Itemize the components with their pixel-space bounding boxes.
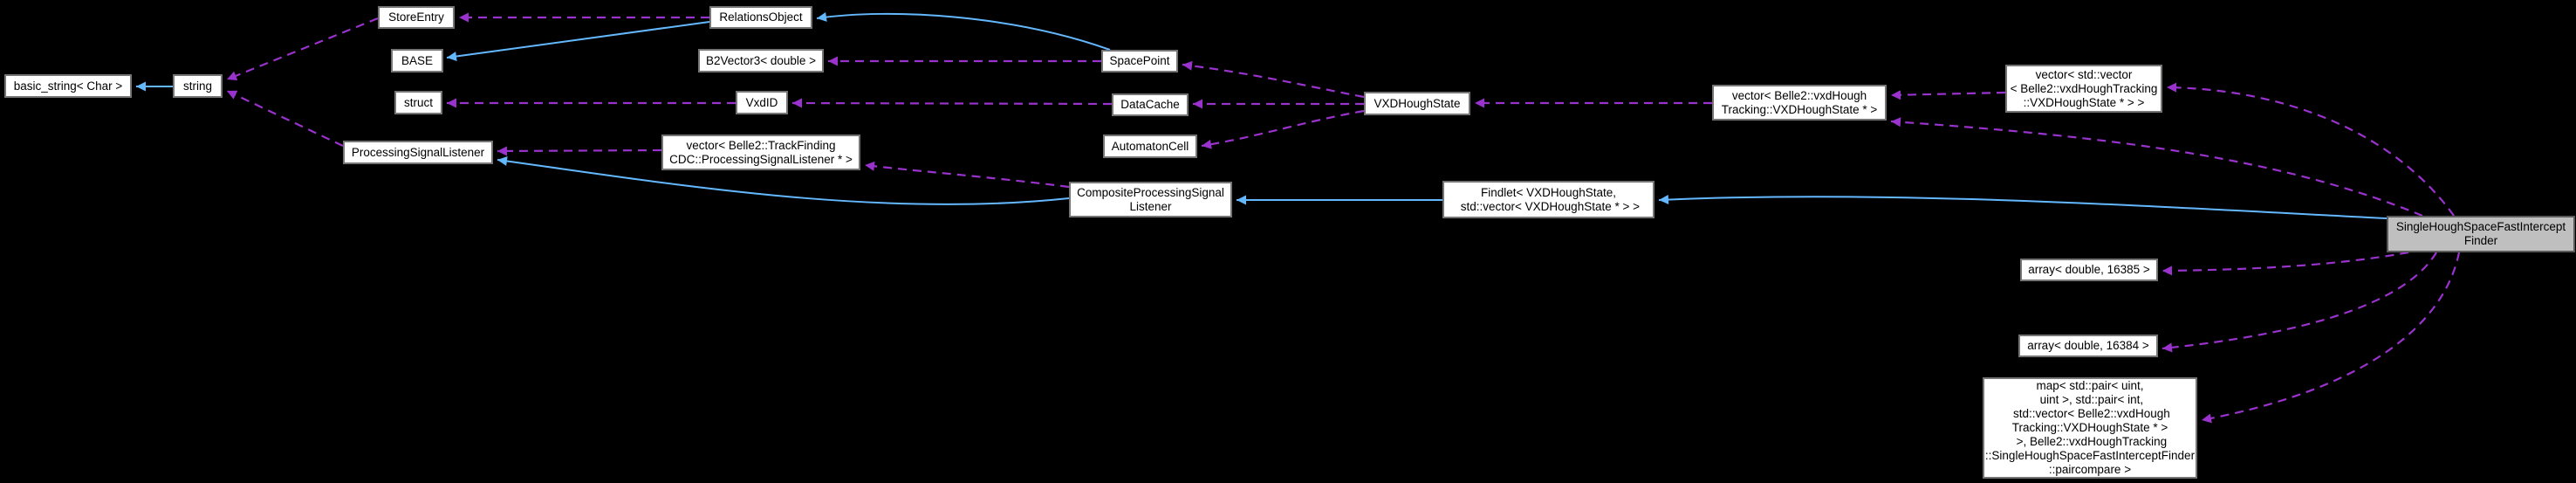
node-label-line: Findlet< VXDHoughState, [1481,185,1616,199]
node-label-line: vector< Belle2::vxdHough [1731,88,1867,102]
node-label-line: StoreEntry [388,10,444,24]
edge-relations-object-to-base [446,21,710,61]
node-label-line: CDC::ProcessingSignalListener * > [669,152,853,166]
node-automaton-cell[interactable]: AutomatonCell [1103,135,1197,158]
node-struct[interactable]: struct [394,91,442,114]
node-label-line: ::paircompare > [2048,463,2132,476]
node-label-line: AutomatonCell [1111,139,1189,153]
node-label-line: ::VXDHoughState * > > [2023,95,2145,109]
edge-vxd-hough-state-to-automaton-cell [1201,109,1365,149]
node-label-line: string [182,79,212,93]
node-findlet-vxd-hough-state[interactable]: Findlet< VXDHoughState, std::vector< VXD… [1442,181,1655,218]
edge-single-hough-space-fast-intercept-finder-to-vector-vxd-hough-state [1890,117,2423,217]
node-label-line: SingleHoughSpaceFastIntercept [2395,220,2566,233]
node-label-line: basic_string< Char > [13,79,123,93]
node-label-line: vector< std::vector [2035,67,2133,81]
node-label-line: RelationsObject [719,10,803,24]
edge-composite-processing-signal-listener-to-processing-signal-listener [497,156,1070,205]
node-map-paircompare[interactable]: map< std::pair< uint, uint >, std::pair<… [1983,377,2197,479]
edge-composite-processing-signal-listener-to-vector-trackfindingcdc-processing-signal-listener [864,161,1070,189]
node-b2vector3-double[interactable]: B2Vector3< double > [698,49,824,72]
node-label-line: std::vector< VXDHoughState * > > [1457,199,1640,213]
edge-single-hough-space-fast-intercept-finder-to-vector-vector-vxd-hough-state [2166,82,2455,217]
edge-space-point-to-relations-object [816,12,1111,51]
edge-data-cache-to-vxdid [791,98,1113,108]
node-relations-object[interactable]: RelationsObject [709,6,812,29]
edge-single-hough-space-fast-intercept-finder-to-array-double-16384 [2162,252,2437,353]
node-vector-vector-vxd-hough-state[interactable]: vector< std::vector< Belle2::vxdHoughTra… [2005,65,2162,113]
node-vxdid[interactable]: VxdID [736,91,788,114]
node-label-line: map< std::pair< uint, [2036,379,2144,392]
edge-processing-signal-listener-to-string [226,90,344,147]
node-array-double-16384[interactable]: array< double, 16384 > [2018,335,2158,357]
node-label-line: Tracking::VXDHoughState * > [2011,421,2168,434]
edge-store-entry-to-string [226,17,379,81]
node-label-line: VxdID [745,95,778,109]
edge-single-hough-space-fast-intercept-finder-to-array-double-16385 [2162,251,2409,276]
node-vxd-hough-state[interactable]: VXDHoughState [1364,92,1470,115]
node-label-line: struct [403,95,433,109]
node-label-line: array< double, 16385 > [2028,263,2150,276]
node-label-line: DataCache [1120,98,1180,111]
node-label-line: array< double, 16384 > [2027,339,2149,352]
node-label-line: >, Belle2::vxdHoughTracking [2012,435,2168,448]
node-label-line: B2Vector3< double > [705,53,817,67]
node-label-line: CompositeProcessingSignal [1077,185,1224,199]
node-label-line: uint >, std::pair< int, [2036,393,2144,406]
node-label-line: Listener [1129,199,1172,213]
node-basic-string[interactable]: basic_string< Char > [4,74,132,98]
node-string[interactable]: string [173,74,223,98]
edge-single-hough-space-fast-intercept-finder-to-findlet-vxd-hough-state [1658,194,2388,219]
edge-single-hough-space-fast-intercept-finder-to-map-paircompare [2201,252,2461,424]
node-label-line: Finder [2463,234,2498,247]
node-label-line: std::vector< Belle2::vxdHough [2010,407,2170,420]
node-label-line: ProcessingSignalListener [351,145,485,159]
node-space-point[interactable]: SpacePoint [1101,50,1178,72]
edge-vector-trackfindingcdc-processing-signal-listener-to-processing-signal-listener [497,146,662,156]
edge-vxd-hough-state-to-space-point [1182,60,1365,99]
node-store-entry[interactable]: StoreEntry [378,6,455,29]
node-label-line: vector< Belle2::TrackFinding [686,138,836,152]
node-base[interactable]: BASE [391,49,443,72]
node-label-line: SpacePoint [1109,54,1170,67]
node-data-cache[interactable]: DataCache [1112,93,1189,116]
node-label-line: VXDHoughState [1374,96,1461,110]
node-processing-signal-listener[interactable]: ProcessingSignalListener [343,141,493,164]
node-array-double-16385[interactable]: array< double, 16385 > [2020,259,2158,281]
node-label-line: Tracking::VXDHoughState * > [1721,102,1878,116]
node-label-line: ::SingleHoughSpaceFastInterceptFinder [1984,449,2196,462]
node-label-line: BASE [401,53,434,67]
node-label-line: < Belle2::vxdHoughTracking [2010,81,2158,95]
edge-vector-vector-vxd-hough-state-to-vector-vxd-hough-state [1890,90,2006,100]
